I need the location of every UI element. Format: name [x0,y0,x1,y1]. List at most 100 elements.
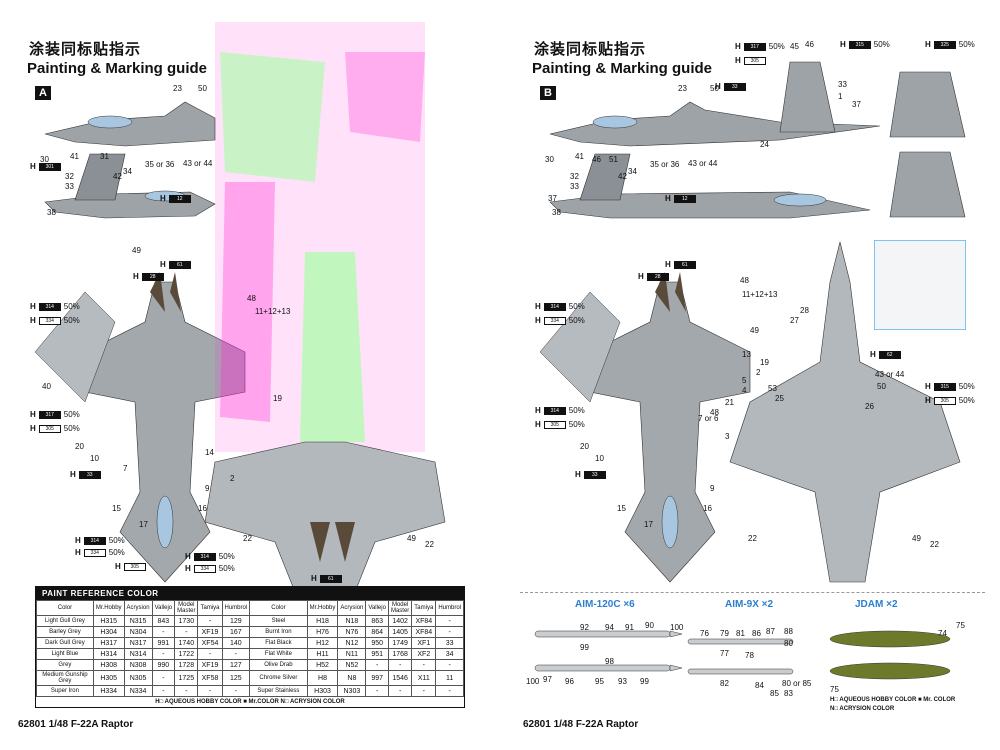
aim120-missile-lower [534,664,683,672]
callout: 48 [740,276,749,285]
callout: 49 [912,534,921,543]
aim9-missile-lower [687,668,794,675]
paint-header-cell: Vallejo [151,600,176,616]
paint-cell: H8 [306,670,339,686]
callout: 48 [710,408,719,417]
callout: 32 [65,172,74,181]
paint-code-prefix: H [840,40,846,49]
callout: 11+12+13 [255,307,291,316]
paint-cell: - [174,626,199,638]
callout: 38 [552,208,561,217]
callout: 25 [775,394,784,403]
callout: 22 [425,540,434,549]
paint-cell: 33 [435,637,464,649]
paint-cell: - [435,659,464,671]
callout: 15 [617,504,626,513]
weapons-drawings [534,630,951,680]
side-view-upper [549,101,881,147]
paint-code-prefix: H [535,302,541,311]
callout: 1 [838,92,843,101]
callout: 79 [720,629,729,638]
tail-detail-views [889,71,966,218]
paint-code-prefix: H [925,40,931,49]
callout: 38 [47,208,56,217]
paint-cell: 11 [435,670,464,686]
callout: 98 [605,657,614,666]
callout: 85 [770,689,779,698]
paint-cell: 1402 [387,615,413,627]
paint-cell: N11 [337,648,367,660]
callout: 33 [838,80,847,89]
paint-code-prefix: H [160,260,166,269]
paint-header-cell: Humbrol [435,600,464,616]
weapons-section: AIM-120C ×6 AIM-9X ×2 JDAM ×2 [520,592,985,712]
callout: 22 [930,540,939,549]
paint-cell: H317 [92,637,125,649]
paint-code-prefix: H [75,548,81,557]
paint-code-number: 314 [543,302,566,311]
paint-code-number: 317 [743,42,766,51]
paint-cell: - [387,659,413,671]
paint-code-prefix: H [925,382,931,391]
callout: 78 [745,651,754,660]
paint-code-percent: 50% [108,536,125,545]
paint-cell: N18 [337,615,367,627]
callout: 3 [725,432,730,441]
paint-cell: N334 [123,685,153,697]
paint-cell: Olive Drab [249,659,308,671]
paint-header-cell: Humbrol [221,600,251,616]
callout: 26 [865,402,874,411]
paint-reference-title: PAINT REFERENCE COLOR [36,587,464,600]
callout: 5 [742,376,747,385]
paint-code-number: 12 [168,194,191,203]
paint-code-prefix: H [185,564,191,573]
paint-code-prefix: H [75,536,81,545]
paint-cell: - [435,626,464,638]
paint-cell: - [151,648,176,660]
callout: 34 [123,167,132,176]
paint-code-percent: 50% [63,410,80,419]
paint-cell: 125 [221,670,251,686]
callout: 50 [877,382,886,391]
callout: 99 [640,677,649,686]
paint-code-number: 61 [168,260,191,269]
callout: 41 [70,152,79,161]
paint-cell: - [435,685,464,697]
paint-code-number: 334 [83,548,106,557]
callout: 49 [407,534,416,543]
callout: 2 [230,474,235,483]
paint-cell: N303 [337,685,367,697]
paint-cell: H303 [306,685,339,697]
callout: 80 [784,639,793,648]
callout: 40 [42,382,51,391]
paint-cell: - [197,615,223,627]
paint-cell: 1725 [174,670,199,686]
paint-cell: 1768 [387,648,413,660]
page-footer: 62801 1/48 F-22A Raptor [523,719,639,730]
callout: 49 [750,326,759,335]
paint-code-percent: 50% [568,316,585,325]
paint-code-percent: 50% [768,42,785,51]
paint-cell: XF1 [411,637,437,649]
paint-cell: - [365,685,389,697]
paint-code-number: 317 [38,410,61,419]
top-view [34,272,246,583]
paint-cell: 1740 [174,637,199,649]
callout: 100 [526,677,540,686]
paint-cell: N305 [123,670,153,686]
paint-cell: N8 [337,670,367,686]
callout: 42 [618,172,627,181]
paint-code-percent: 50% [63,302,80,311]
paint-cell: N304 [123,626,153,638]
paint-code-prefix: H [925,396,931,405]
paint-code-prefix: H [870,350,876,359]
callout: 11+12+13 [742,290,778,299]
